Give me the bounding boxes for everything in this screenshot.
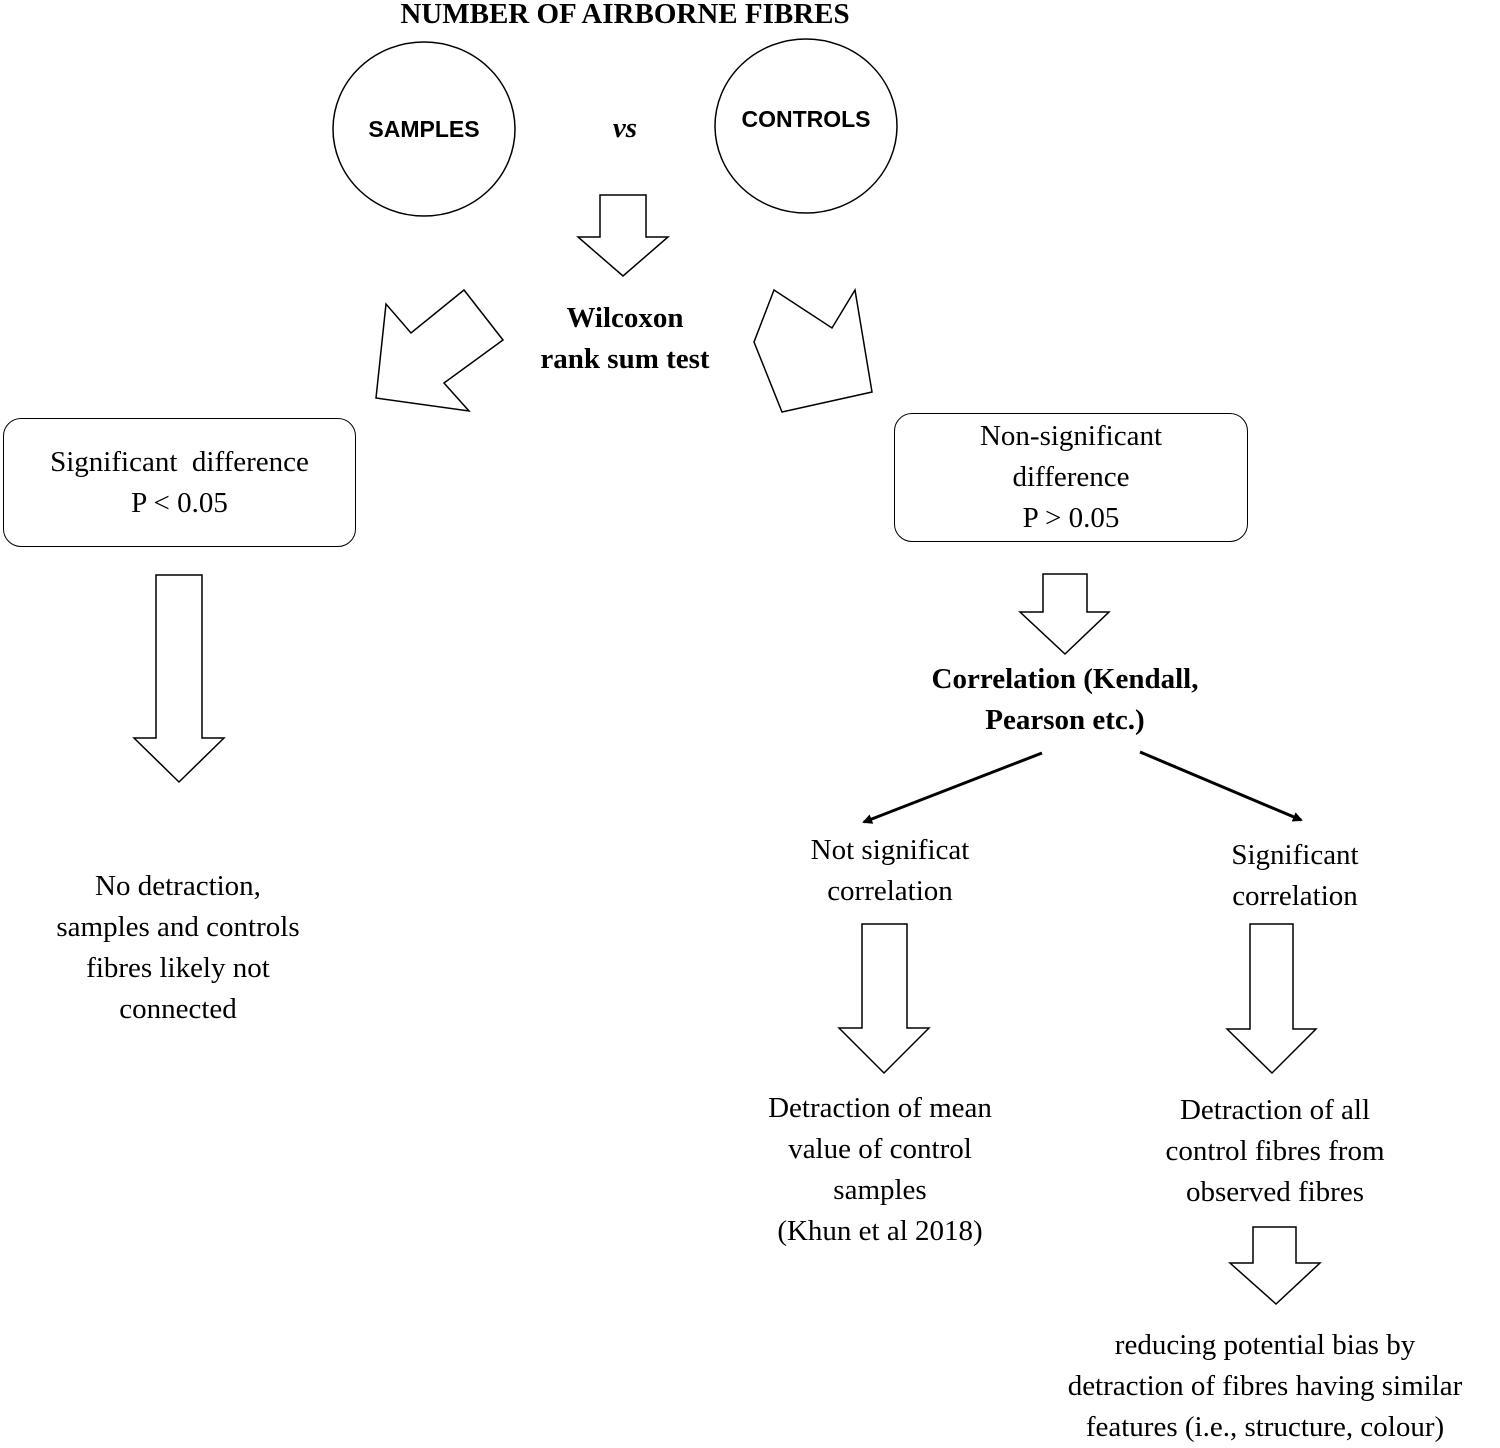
nonsignificant-difference-line2: difference [1012, 461, 1130, 493]
arrow-down-to-test [575, 194, 671, 277]
correlation-line1: Correlation (Kendall, [931, 663, 1199, 695]
no-detraction-line3: fibres likely not [86, 952, 270, 984]
no-detraction-line2: samples and controls [56, 911, 300, 943]
test-label-line2: rank sum test [540, 343, 710, 375]
samples-circle [332, 41, 516, 217]
mean-detraction-outcome: Detraction of mean value of control samp… [700, 1088, 1060, 1252]
test-label-line1: Wilcoxon [566, 302, 684, 334]
test-label: Wilcoxon rank sum test [475, 298, 775, 380]
arrow-down-to-mean-detraction [837, 923, 931, 1075]
arrow-to-significant-correlation [1139, 750, 1303, 822]
mean-detraction-line4: (Khun et al 2018) [777, 1215, 983, 1247]
arrow-to-not-significant-correlation [862, 751, 1043, 824]
diagram-title: NUMBER OF AIRBORNE FIBRES [400, 0, 850, 30]
vs-label: vs [612, 112, 638, 144]
correlation-label: Correlation (Kendall, Pearson etc.) [880, 659, 1250, 741]
arrow-to-nonsignificant [753, 287, 873, 413]
bias-reduction-line1: reducing potential bias by [1114, 1329, 1416, 1361]
controls-label: CONTROLS [741, 106, 871, 132]
all-detraction-line3: observed fibres [1186, 1176, 1364, 1208]
bias-reduction-line2: detraction of fibres having similar [1067, 1370, 1463, 1402]
correlation-line2: Pearson etc.) [985, 704, 1145, 736]
mean-detraction-line2: value of control [788, 1133, 972, 1165]
not-significant-correlation-line1: Not significat [810, 834, 970, 866]
all-detraction-line1: Detraction of all [1179, 1094, 1371, 1126]
nonsignificant-difference-line3: P > 0.05 [1022, 502, 1120, 534]
significant-correlation-line2: correlation [1232, 880, 1358, 912]
bias-reduction-line3: features (i.e., structure, colour) [1085, 1411, 1445, 1443]
no-detraction-line1: No detraction, [95, 870, 261, 902]
no-detraction-outcome: No detraction, samples and controls fibr… [0, 866, 356, 1030]
all-detraction-outcome: Detraction of all control fibres from ob… [1100, 1090, 1450, 1213]
mean-detraction-line3: samples [833, 1174, 927, 1206]
arrow-down-to-no-detraction [132, 574, 226, 784]
bias-reduction-outcome: reducing potential bias by detraction of… [1030, 1325, 1500, 1448]
controls-circle [714, 38, 898, 214]
not-significant-correlation-line2: correlation [827, 875, 953, 907]
significant-difference-box: Significant difference P < 0.05 [3, 418, 356, 547]
nonsignificant-difference-box: Non-significant difference P > 0.05 [894, 413, 1248, 542]
not-significant-correlation-label: Not significat correlation [740, 830, 1040, 912]
arrow-down-to-bias-reduction [1228, 1226, 1322, 1306]
significant-correlation-line1: Significant [1231, 839, 1359, 871]
all-detraction-line2: control fibres from [1165, 1135, 1385, 1167]
mean-detraction-line1: Detraction of mean [768, 1092, 992, 1124]
arrow-down-to-all-detraction [1225, 923, 1318, 1075]
samples-label: SAMPLES [368, 116, 480, 142]
nonsignificant-difference-line1: Non-significant [979, 420, 1162, 452]
significant-correlation-label: Significant correlation [1145, 835, 1445, 917]
significant-difference-line2: P < 0.05 [131, 486, 228, 519]
arrow-down-to-correlation [1018, 573, 1111, 656]
arrow-to-significant [375, 288, 505, 413]
significant-difference-line1: Significant difference [50, 445, 309, 478]
no-detraction-line4: connected [119, 993, 237, 1025]
